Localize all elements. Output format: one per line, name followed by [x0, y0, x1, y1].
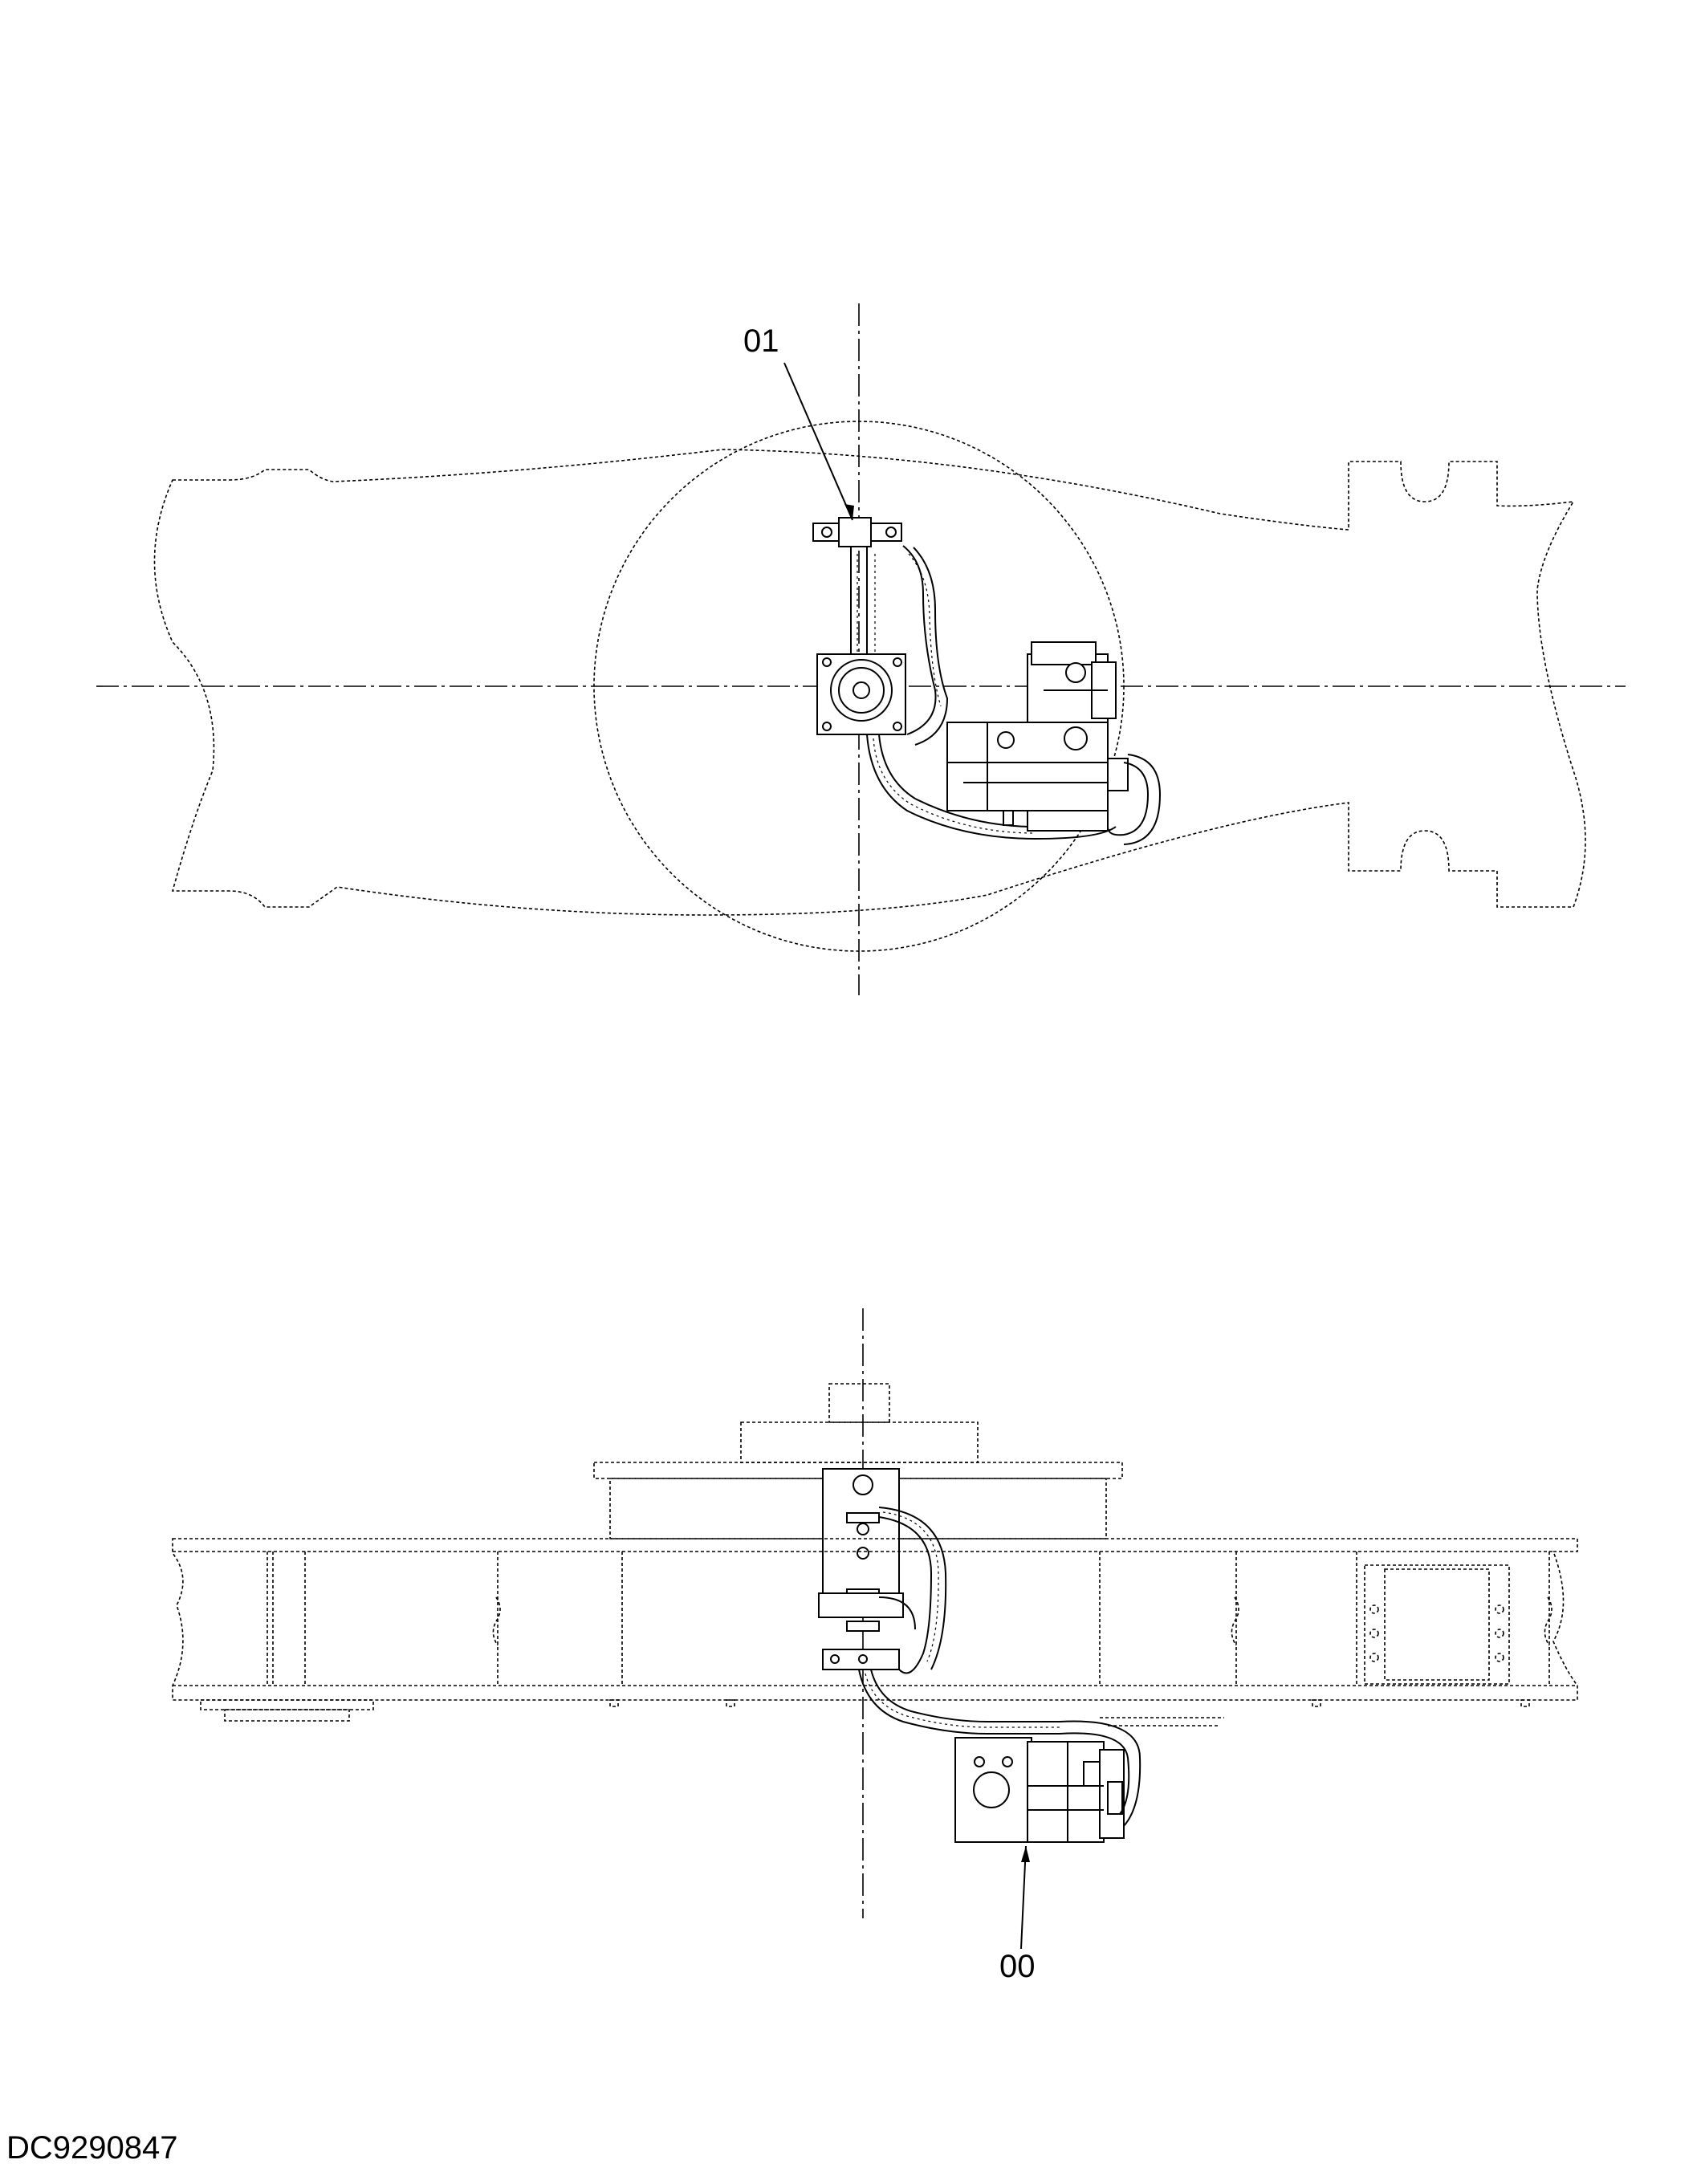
side-box [1364, 1564, 1510, 1685]
fitting [1107, 1781, 1123, 1815]
side-view [172, 1308, 1578, 1950]
port [974, 1756, 985, 1767]
side-box-inner [1384, 1568, 1490, 1681]
bolt [822, 657, 832, 667]
fitting [846, 1621, 880, 1632]
hose [913, 547, 949, 746]
swing-circle [593, 421, 1125, 952]
stud [1312, 1699, 1321, 1707]
hose [908, 553, 942, 707]
port [857, 1547, 869, 1560]
pump-port [997, 731, 1015, 749]
flange [818, 1592, 904, 1618]
travel-motor-assembly-side [954, 1737, 1125, 1843]
swivel-joint-body [830, 659, 893, 722]
leader-line-01 [783, 362, 853, 521]
hose [1107, 762, 1150, 836]
hose [878, 1516, 933, 1674]
fitting [1083, 1761, 1101, 1787]
center-joint-head [838, 517, 872, 547]
leader-line-00 [1020, 1845, 1027, 1950]
fitting [1107, 758, 1129, 791]
leader-arrow [1021, 1846, 1030, 1862]
bolt-hole [821, 527, 832, 538]
leader-arrow [844, 504, 854, 520]
lower-block [822, 1649, 900, 1670]
motor-port [1064, 726, 1088, 750]
hose [878, 1596, 916, 1630]
stud [609, 1699, 619, 1707]
motor-hub [973, 1771, 1010, 1808]
bolt [893, 657, 902, 667]
break-mark [1544, 1596, 1552, 1646]
fitting [846, 1512, 880, 1523]
bolt [822, 722, 832, 731]
foot [224, 1709, 350, 1722]
port [1002, 1756, 1013, 1767]
port [853, 1474, 873, 1495]
swing-bearing [593, 1462, 1123, 1479]
hole [1369, 1629, 1379, 1638]
upper-plate [740, 1421, 979, 1463]
motor-top-cap [1031, 641, 1097, 665]
hole [1369, 1604, 1379, 1614]
lower-frame [172, 1538, 1578, 1701]
swivel-inner [838, 667, 885, 714]
hose [858, 1669, 1060, 1735]
stud [1520, 1699, 1530, 1707]
motor-port [1065, 662, 1086, 683]
hose [1059, 1732, 1130, 1815]
hose [866, 734, 1117, 840]
callout-label-00: 00 [999, 1949, 1036, 1984]
bolt [893, 722, 902, 731]
break-mark [492, 1596, 501, 1646]
hose [873, 738, 1036, 834]
hole [1495, 1629, 1504, 1638]
hose [865, 1673, 1060, 1728]
hose [1059, 1720, 1141, 1827]
hose [882, 1511, 939, 1662]
break-mark [1231, 1596, 1239, 1646]
hose [878, 1507, 947, 1670]
foot [200, 1699, 374, 1710]
travel-motor-assembly-top [946, 641, 1129, 832]
bolt [830, 1654, 840, 1664]
callout-label-01: 01 [743, 323, 779, 359]
hose [870, 1669, 1060, 1722]
hole [1495, 1653, 1504, 1662]
swivel-core [853, 681, 870, 699]
fitting [1003, 810, 1014, 826]
swivel-top [828, 1383, 890, 1423]
hole [1369, 1653, 1379, 1662]
document-id: DC9290847 [6, 2130, 178, 2166]
hose [1123, 754, 1162, 845]
stud [726, 1699, 735, 1707]
top-view [96, 303, 1626, 995]
track-frame-outline [153, 449, 1586, 916]
bolt [858, 1654, 868, 1664]
bolt-hole [885, 527, 897, 538]
hole [1495, 1604, 1504, 1614]
motor-housing [1027, 1741, 1105, 1843]
